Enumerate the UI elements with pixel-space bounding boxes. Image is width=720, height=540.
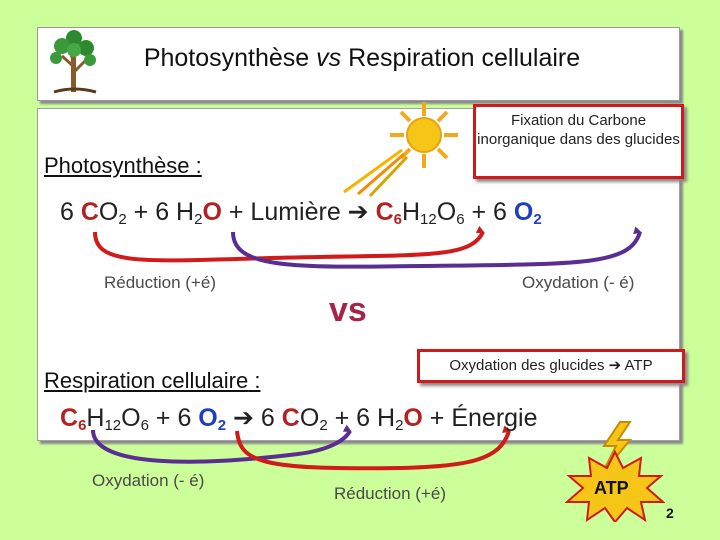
page-number: 2: [666, 505, 674, 521]
vs-label: vs: [329, 291, 367, 330]
atp-label: ATP: [594, 478, 629, 499]
respiration-oxidation-note: Oxydation (- é): [92, 471, 204, 491]
respiration-equation: C6H12O6 + 6 O2 ➔ 6 CO2 + 6 H2O + Énergie: [60, 403, 538, 433]
respiration-heading: Respiration cellulaire :: [44, 368, 260, 394]
photosynthesis-reduction-note: Réduction (+é): [104, 273, 216, 293]
photosynthesis-oxidation-note: Oxydation (- é): [522, 273, 634, 293]
respiration-reduction-note: Réduction (+é): [334, 484, 446, 504]
glucose-oxidation-box: Oxydation des glucides ➔ ATP: [417, 349, 685, 383]
